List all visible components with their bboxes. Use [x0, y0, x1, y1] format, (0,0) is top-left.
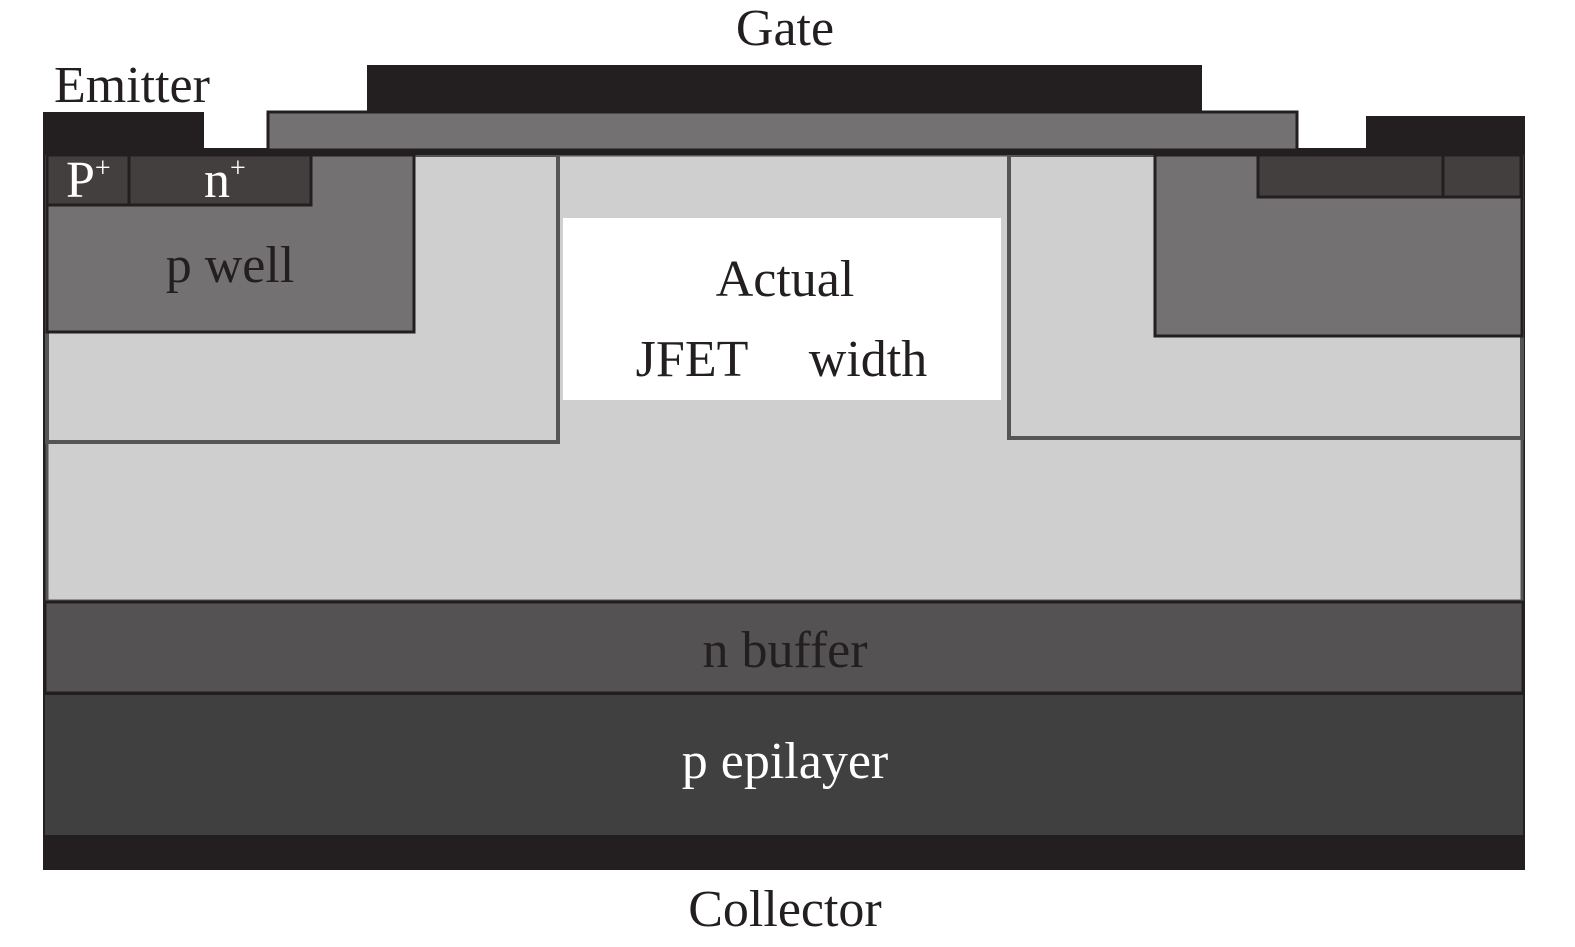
gate-label: Gate	[736, 0, 834, 57]
p-epilayer	[45, 695, 1523, 835]
emitter-label: Emitter	[54, 57, 210, 114]
p-well-label: p well	[166, 237, 295, 294]
gate-oxide	[266, 110, 1299, 152]
right-n-plus-region	[1256, 153, 1445, 199]
n-buffer-label: n buffer	[702, 622, 867, 679]
left-n-plus-region	[127, 153, 313, 207]
collector-metal	[43, 835, 1525, 870]
width-label: width	[809, 331, 927, 388]
left-p-plus-region	[45, 153, 131, 207]
jfet-actual-label: Actual	[716, 251, 855, 308]
right-p-plus-region	[1441, 153, 1523, 199]
left-emitter-metal	[43, 112, 204, 152]
p-epilayer-label: p epilayer	[682, 733, 888, 790]
jfet-label: JFET	[636, 331, 749, 388]
n-plus-label: n+	[204, 152, 246, 209]
n-buffer-layer	[43, 600, 1525, 695]
collector-label: Collector	[688, 881, 882, 938]
p-plus-label: P+	[66, 152, 111, 209]
right-emitter-metal	[1366, 116, 1525, 152]
gate-metal	[367, 65, 1202, 112]
jfet-width-box	[563, 218, 1001, 400]
